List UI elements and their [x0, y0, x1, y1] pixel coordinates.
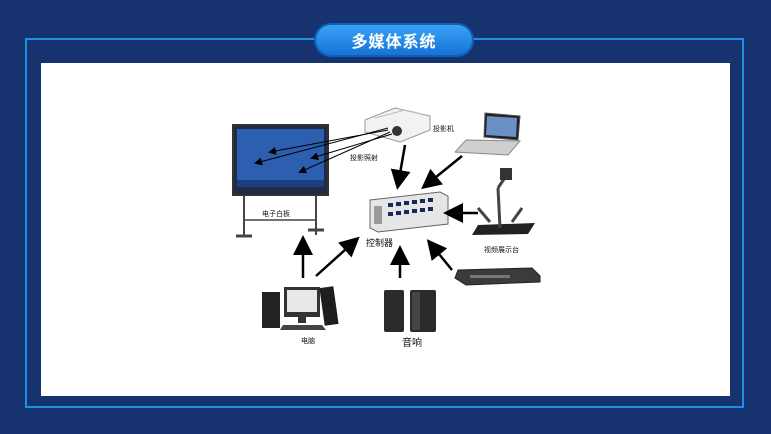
visualizer-node [472, 168, 535, 235]
projector-label: 投影机 [433, 124, 454, 133]
projection-beams [254, 127, 393, 174]
controller-node [369, 191, 449, 233]
laptop-node [453, 112, 522, 156]
dvd-player-node [454, 267, 541, 286]
connection-arrows [293, 144, 478, 278]
speakers-label: 音响 [402, 336, 422, 349]
computer-label: 电脑 [301, 336, 315, 345]
whiteboard-label: 电子白板 [262, 209, 290, 218]
computer-node [262, 286, 339, 330]
visualizer-label: 视频展示台 [484, 245, 519, 254]
whiteboard-node [232, 124, 329, 238]
speakers-node [384, 290, 436, 332]
arrow-laptop-controller [421, 155, 463, 190]
arrow-projector-controller [390, 144, 411, 190]
projection-label: 投影照射 [350, 153, 378, 162]
page-title: 多媒体系统 [316, 25, 472, 55]
projector-node [364, 107, 431, 143]
arrow-dvd-controller [426, 239, 453, 271]
controller-label: 控制器 [366, 237, 393, 249]
arrow-computer-controller [315, 236, 360, 277]
